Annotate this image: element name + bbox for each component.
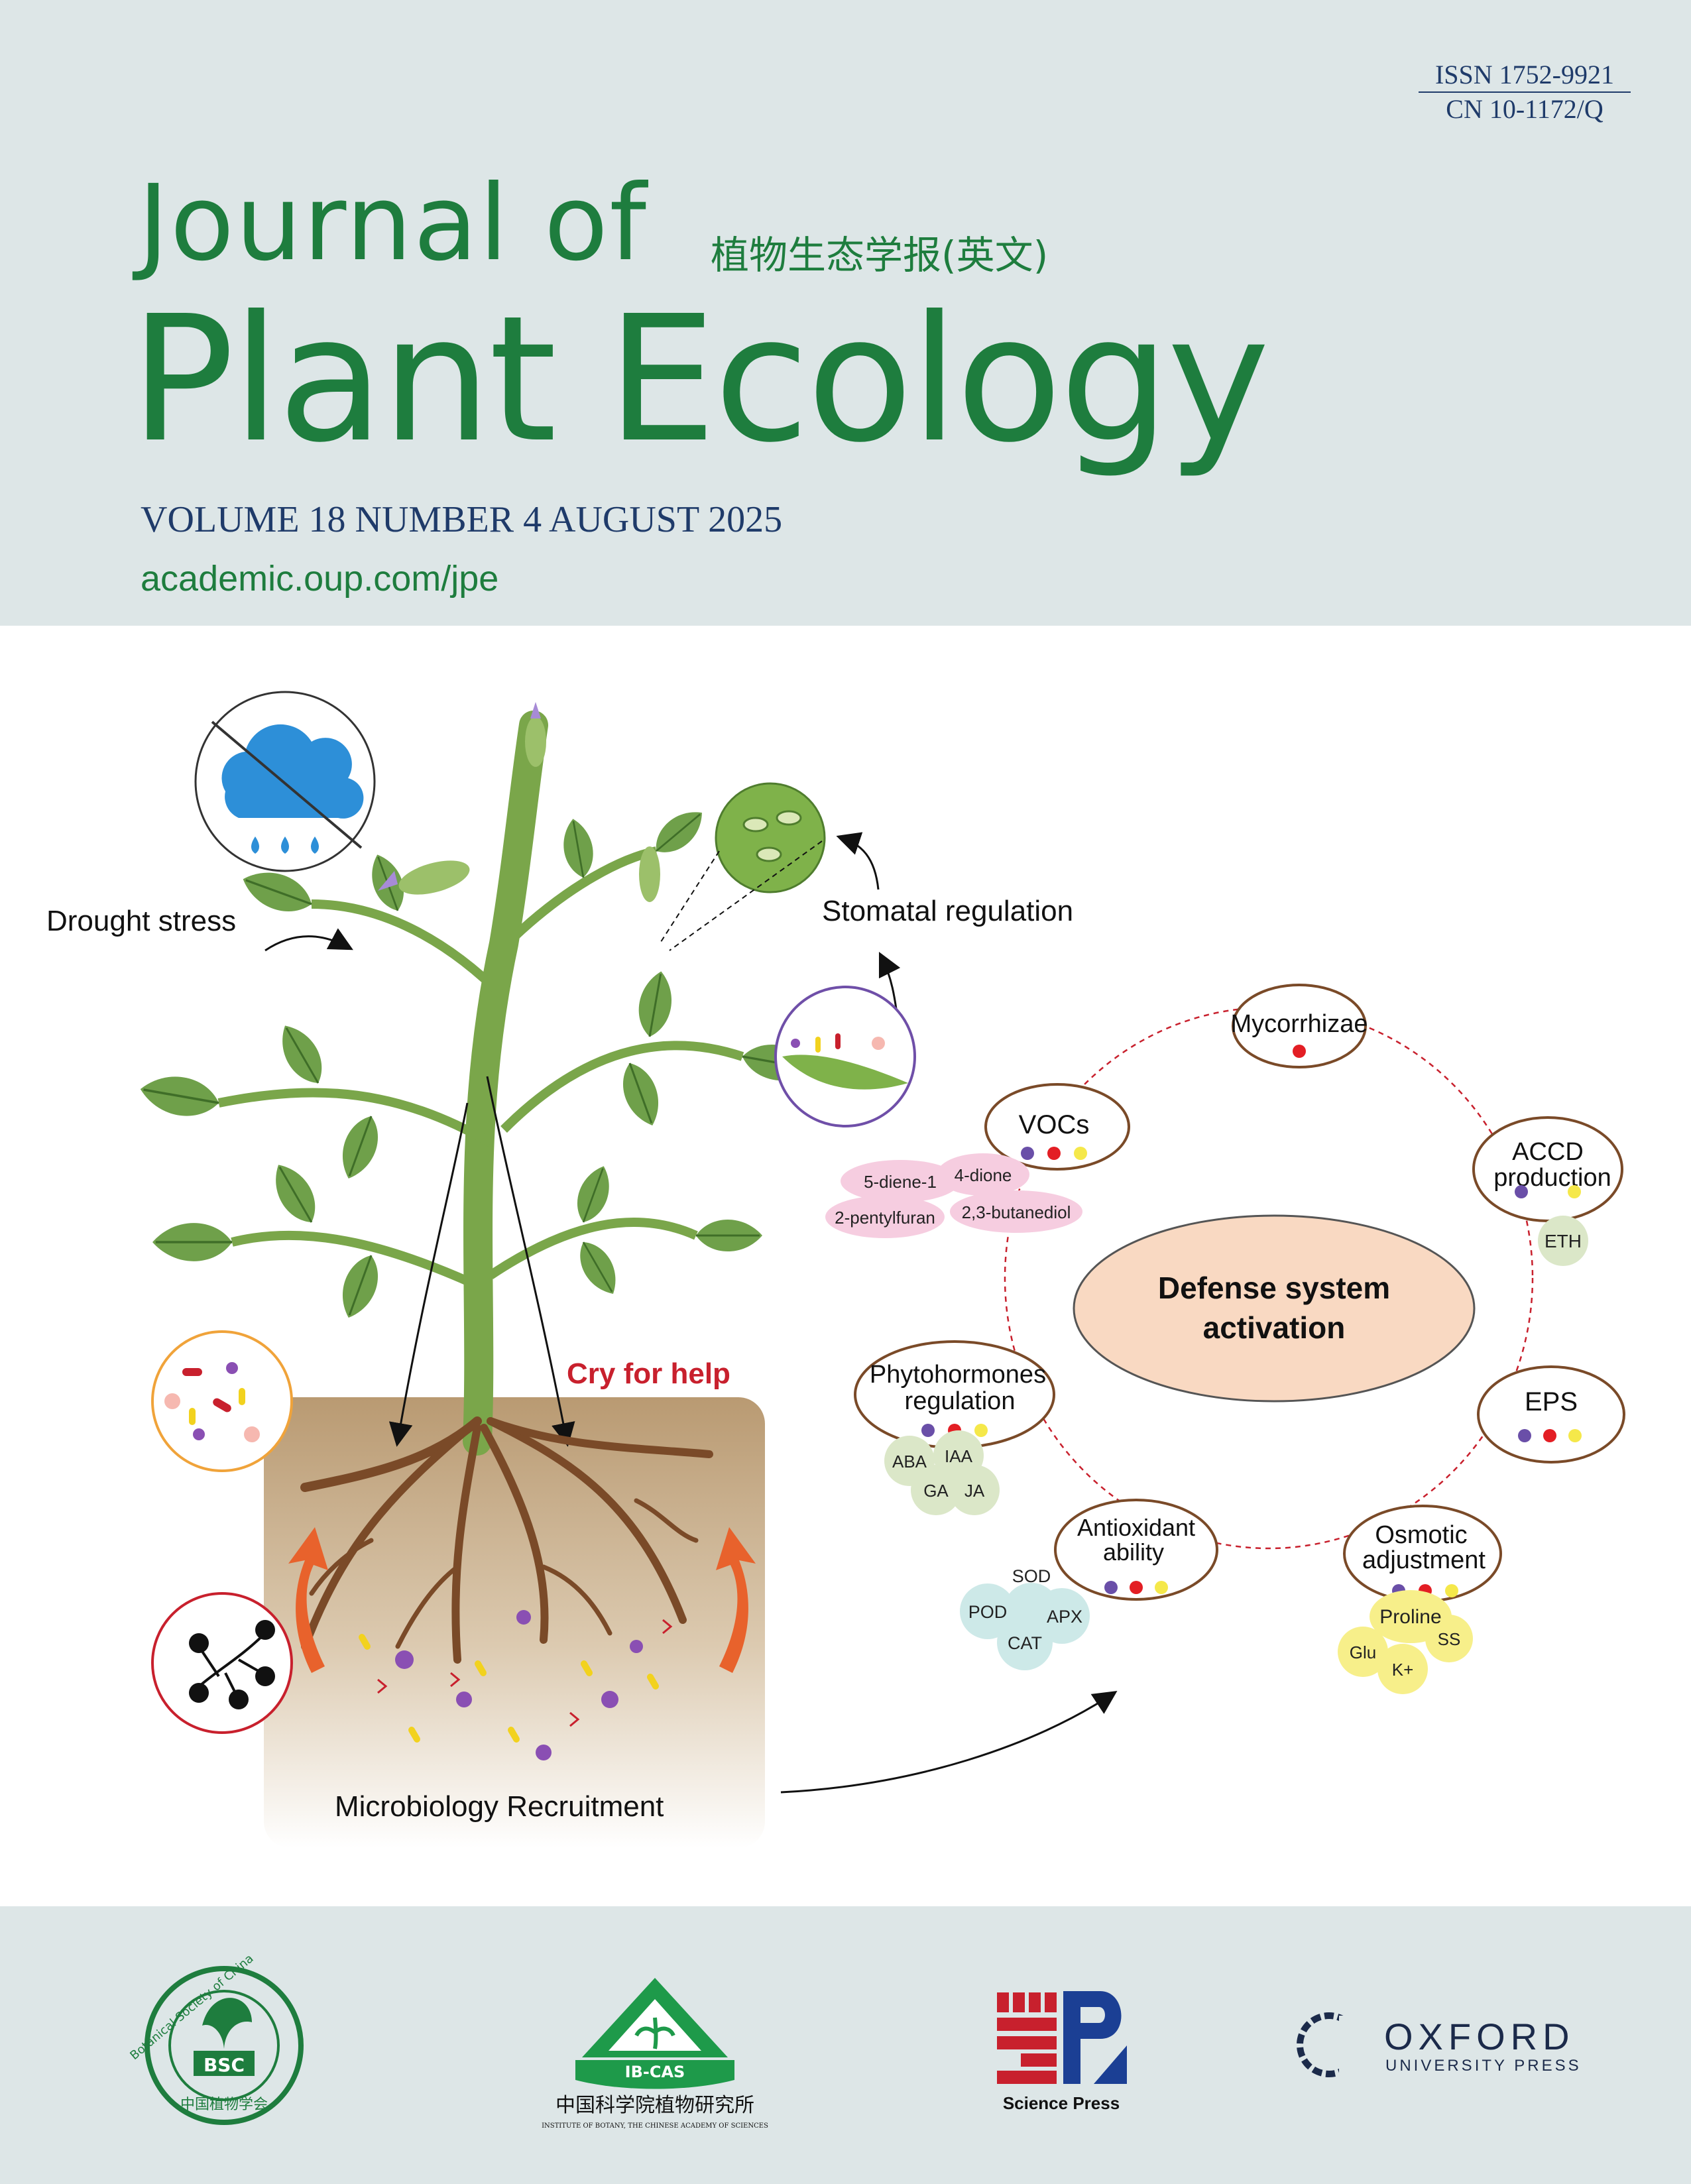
leaf-microbes-icon (774, 986, 916, 1127)
bsc-abbr: BSC (204, 2054, 245, 2076)
mycorrhizae-label: Mycorrhizae (1231, 1010, 1368, 1038)
voc-compound-4: 2,3-butanediol (962, 1202, 1071, 1222)
hormone-ga: GA (923, 1481, 949, 1501)
fungi-icon (151, 1592, 293, 1734)
osmolyte-proline: Proline (1379, 1606, 1441, 1628)
voc-compound-1: 5-diene-1 (864, 1172, 937, 1192)
issn-number: ISSN 1752-9921 (1419, 58, 1631, 93)
enzyme-cat: CAT (1008, 1633, 1042, 1653)
stomatal-regulation-label: Stomatal regulation (822, 895, 1073, 927)
cn-number: CN 10-1172/Q (1446, 94, 1604, 124)
accd-label-2: production (1493, 1164, 1611, 1192)
antioxidant-label-1: Antioxidant (1077, 1514, 1195, 1541)
osmotic-label-2: adjustment (1362, 1546, 1486, 1574)
cry-for-help-label: Cry for help (567, 1357, 730, 1390)
recruit-arrow-right (716, 1527, 756, 1673)
plant-roots (300, 1416, 713, 1664)
phyto-label-2: regulation (905, 1387, 1016, 1415)
voc-compound-3: 2-pentylfuran (835, 1208, 935, 1228)
bsc-chinese: 中国植物学会 (180, 2097, 268, 2113)
journal-title-top: Journal of (138, 162, 648, 284)
publisher-footer (0, 1906, 1691, 2184)
defense-label-1: Defense system (1158, 1271, 1390, 1305)
hormone-iaa: IAA (945, 1446, 973, 1466)
ibcas-chinese: 中国科学院植物研究所 (555, 2094, 754, 2117)
publisher-logos: BSC Botanical Society of China 中国植物学会 IB… (127, 1951, 1582, 2130)
oxford-logo: OXFORD UNIVERSITY PRESS (1297, 2012, 1582, 2077)
masthead (0, 0, 1691, 626)
hormone-aba: ABA (892, 1452, 927, 1471)
soil-block (264, 1397, 765, 1848)
science-press-logo: Science Press (997, 1991, 1127, 2113)
osmolyte-glu: Glu (1350, 1642, 1376, 1662)
cover-illustration: Drought stress Cry for help (46, 691, 1625, 1848)
soil-microbes (359, 1610, 673, 1760)
osmolyte-ss: SS (1438, 1629, 1461, 1649)
osmolyte-k: K+ (1392, 1660, 1414, 1680)
no-rain-icon (194, 691, 376, 872)
drought-arrow (264, 928, 353, 952)
science-press-label: Science Press (1003, 2093, 1120, 2113)
enzyme-sod: SOD (1012, 1566, 1051, 1586)
enzyme-pod: POD (968, 1602, 1008, 1622)
drought-stress-label: Drought stress (46, 905, 236, 937)
bacteria-community-icon (151, 1330, 293, 1472)
enzyme-apx: APX (1047, 1607, 1082, 1627)
volume-issue-line: VOLUME 18 NUMBER 4 AUGUST 2025 (141, 499, 783, 540)
vocs-label: VOCs (1019, 1110, 1090, 1139)
ibcas-abbr: IB-CAS (625, 2063, 685, 2081)
journal-url[interactable]: academic.oup.com/jpe (141, 559, 499, 599)
stomata-icon (659, 782, 826, 951)
journal-title-chinese: 植物生态学报(英文) (711, 233, 1049, 278)
ibcas-logo: IB-CAS 中国科学院植物研究所 INSTITUTE OF BOTANY, T… (542, 1978, 768, 2130)
recruitment-arrow (780, 1691, 1118, 1794)
defense-system-core (1073, 1214, 1476, 1403)
antioxidant-label-2: ability (1103, 1538, 1164, 1566)
voc-compound-2: 4-dione (955, 1165, 1012, 1185)
defense-label-2: activation (1203, 1310, 1346, 1345)
recruit-arrow-left (288, 1527, 328, 1673)
bsc-logo: BSC Botanical Society of China 中国植物学会 (127, 1951, 304, 2125)
accd-label-1: ACCD (1512, 1138, 1584, 1166)
phyto-label-1: Phytohormones (870, 1361, 1046, 1389)
journal-title-main: Plant Ecology (130, 278, 1270, 481)
eps-label: EPS (1525, 1387, 1578, 1416)
oxford-subtitle: UNIVERSITY PRESS (1385, 2057, 1582, 2075)
issn-block: ISSN 1752-9921 CN 10-1172/Q (1419, 58, 1631, 126)
hormone-ja: JA (964, 1481, 985, 1501)
defense-cycle-ring (1004, 1006, 1534, 1550)
plant-stem (463, 711, 548, 1456)
microbiology-recruitment-label: Microbiology Recruitment (335, 1790, 664, 1823)
eth-label: ETH (1545, 1231, 1582, 1251)
ibcas-english: INSTITUTE OF BOTANY, THE CHINESE ACADEMY… (542, 2122, 768, 2130)
osmotic-label-1: Osmotic (1375, 1521, 1467, 1549)
oxford-wordmark: OXFORD (1384, 2016, 1575, 2057)
